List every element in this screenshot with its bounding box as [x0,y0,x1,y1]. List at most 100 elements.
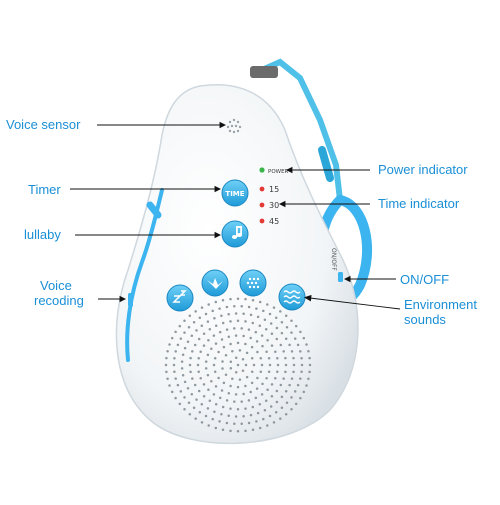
grille-hole [284,412,288,416]
grille-hole [225,399,229,402]
grille-hole [225,305,229,309]
grille-hole [176,343,180,347]
grille-hole [268,312,272,316]
bird-button[interactable] [201,269,229,297]
grille-hole [187,401,191,405]
grille-hole [213,317,216,320]
grille-hole [231,349,234,353]
grille-hole [188,412,192,416]
grille-hole [236,407,240,411]
grille-hole [307,349,310,353]
grille-hole [266,424,269,427]
grille-hole [234,393,238,396]
grille-hole [247,305,251,309]
grille-hole [183,380,187,384]
grille-hole [192,406,196,410]
grille-hole [285,401,289,405]
grille-hole [265,376,268,380]
grille-hole [256,376,259,380]
lullaby-label: lullaby [24,227,61,242]
on-off-switch[interactable] [338,272,343,282]
grille-hole [212,334,216,337]
grille-hole [240,400,243,403]
grille-hole [284,390,288,393]
grille-hole [292,370,295,374]
grille-hole [274,350,277,353]
grille-hole [259,356,263,360]
pointer-lines [70,121,401,310]
grille-hole [241,357,245,361]
lullaby-button[interactable] [221,220,249,248]
grille-hole [256,315,260,319]
grille-hole [244,363,248,367]
time-button[interactable]: TIME [221,179,249,207]
grille-hole [220,389,224,392]
grille-hole [221,298,225,302]
voice-record-side-button[interactable] [128,293,133,307]
grille-hole [180,367,184,370]
grille-hole [229,407,232,410]
grille-hole [302,336,306,340]
grille-hole [192,320,196,324]
grille-hole [242,312,245,315]
grille-hole [294,402,298,406]
grille-hole [200,421,204,424]
grille-hole [269,405,273,408]
time-indicator-label: Time indicator [378,196,460,211]
grille-hole [164,363,168,367]
grille-hole [231,377,234,381]
grille-hole [251,321,255,325]
grille-hole [240,327,243,330]
grille-hole [174,350,177,353]
grille-hole [267,356,271,360]
grille-hole [165,370,168,374]
grille-hole [262,309,265,313]
grille-hole [179,337,183,340]
time-led-30: 30 [259,201,279,210]
grille-hole [183,331,186,334]
grille-hole [288,383,291,387]
grille-hole [229,342,232,346]
grille-hole [279,417,282,420]
grille-hole [275,389,279,393]
grille-hole [202,394,206,398]
grille-hole [308,370,311,374]
grille-hole [296,343,300,347]
grille-hole [220,314,223,318]
grille-hole [280,320,284,324]
rain-button[interactable] [239,269,267,297]
waves-button[interactable] [278,283,306,311]
grille-hole [260,334,264,337]
grille-hole [252,363,256,367]
grille-hole [236,363,240,367]
sleep-button[interactable] [166,284,194,312]
grille-hole [227,414,230,418]
grille-hole [204,312,208,316]
grille-hole [200,403,204,406]
voice-sensor-holes [226,118,242,134]
grille-hole [206,407,210,410]
grille-hole [250,381,254,385]
grille-hole [270,332,274,336]
grille-hole [241,369,245,373]
grille-hole [165,356,168,360]
grille-hole [290,331,293,334]
grille-hole [194,310,197,313]
grille-hole [180,360,184,363]
grille-hole [300,370,303,374]
grille-hole [307,377,310,381]
grille-hole [234,370,238,374]
time-led-45: 45 [259,217,279,226]
grille-hole [249,336,252,340]
timer-label: Timer [28,182,61,197]
grille-hole [263,318,267,322]
grille-hole [218,396,222,400]
grille-hole [217,350,220,354]
grille-hole [183,346,187,350]
grille-hole [183,396,186,399]
grille-hole [197,389,201,393]
grille-hole [245,375,249,379]
grille-hole [206,373,210,377]
grille-hole [220,412,223,416]
